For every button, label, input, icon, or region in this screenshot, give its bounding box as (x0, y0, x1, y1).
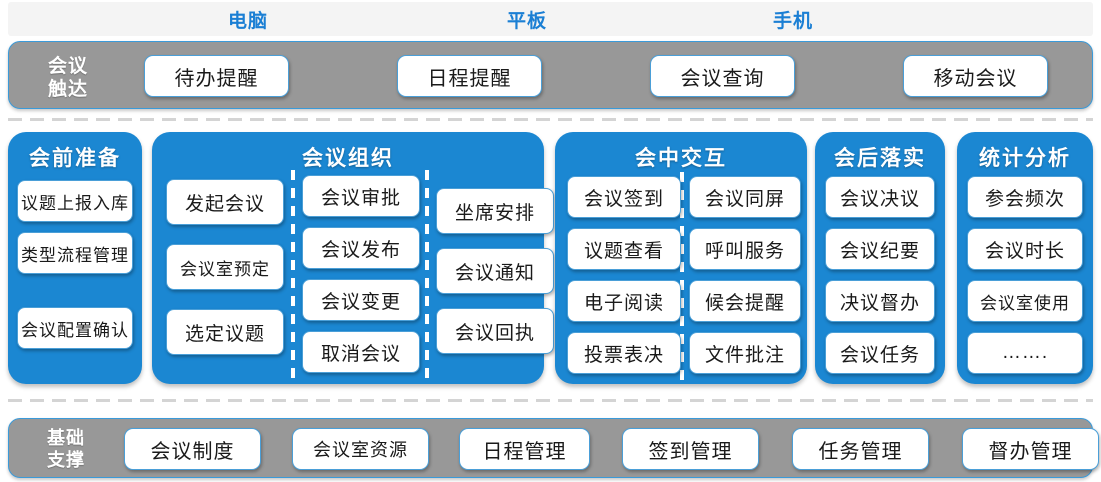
foundation-support-bar: 基础 支撑 会议制度会议室资源日程管理签到管理任务管理督办管理 (8, 418, 1099, 478)
feature-button-4-1-1[interactable]: 会议决议 (825, 176, 935, 218)
reach-button-1[interactable]: 待办提醒 (144, 55, 289, 97)
group-title-5: 统计分析 (979, 147, 1071, 170)
meeting-reach-title-line1: 会议 (47, 56, 88, 77)
group-title-4: 会后落实 (834, 147, 926, 170)
meeting-reach-bar: 会议 触达 待办提醒 日程提醒 会议查询 移动会议 (8, 41, 1093, 109)
feature-button-1-1-1[interactable]: 议题上报入库 (17, 180, 133, 222)
reach-button-4[interactable]: 移动会议 (903, 55, 1048, 97)
device-label-1: 电脑 (228, 11, 269, 32)
feature-button-2-2-2[interactable]: 会议发布 (302, 227, 420, 269)
group-title-2: 会议组织 (302, 147, 394, 170)
meeting-reach-title: 会议 触达 (23, 55, 113, 101)
group-card-5: 统计分析参会频次会议时长会议室使用 ……. (957, 132, 1093, 384)
support-button-1[interactable]: 会议制度 (124, 428, 261, 470)
feature-button-2-2-4[interactable]: 取消会议 (302, 331, 420, 373)
support-button-5[interactable]: 任务管理 (792, 428, 929, 470)
device-label-2: 平板 (507, 11, 548, 32)
column-divider-2-2 (425, 170, 429, 380)
feature-button-3-1-1[interactable]: 会议签到 (567, 176, 681, 218)
feature-button-3-2-1[interactable]: 会议同屏 (689, 176, 801, 218)
feature-button-5-1-2[interactable]: 会议时长 (967, 228, 1083, 270)
device-label-3: 手机 (773, 11, 814, 32)
feature-button-2-3-3[interactable]: 会议回执 (436, 308, 554, 354)
feature-button-3-2-2[interactable]: 呼叫服务 (689, 228, 801, 270)
foundation-support-title-line1: 基础 (47, 428, 85, 448)
feature-button-4-1-2[interactable]: 会议纪要 (825, 228, 935, 270)
device-label-strip (8, 2, 1093, 36)
reach-button-3[interactable]: 会议查询 (650, 55, 795, 97)
feature-button-2-2-1[interactable]: 会议审批 (302, 175, 420, 217)
feature-button-1-1-3[interactable]: 会议配置确认 (17, 307, 133, 349)
feature-button-5-1-1[interactable]: 参会频次 (967, 176, 1083, 218)
reach-button-2[interactable]: 日程提醒 (397, 55, 542, 97)
feature-button-2-1-1[interactable]: 发起会议 (166, 179, 284, 225)
feature-button-3-1-2[interactable]: 议题查看 (567, 228, 681, 270)
feature-button-2-3-2[interactable]: 会议通知 (436, 248, 554, 294)
feature-button-1-1-2[interactable]: 类型流程管理 (17, 232, 133, 274)
feature-button-3-1-4[interactable]: 投票表决 (567, 332, 681, 374)
support-button-6[interactable]: 督办管理 (962, 428, 1099, 470)
feature-button-2-1-3[interactable]: 选定议题 (166, 309, 284, 355)
feature-button-5-1-3[interactable]: 会议室使用 (967, 280, 1083, 322)
group-title-3: 会中交互 (635, 147, 727, 170)
meeting-reach-title-line2: 触达 (47, 79, 88, 100)
feature-button-3-2-3[interactable]: 候会提醒 (689, 280, 801, 322)
dashed-separator-bottom (8, 399, 1093, 402)
feature-button-2-2-3[interactable]: 会议变更 (302, 279, 420, 321)
dashed-separator-top (8, 118, 1093, 121)
foundation-support-title-line2: 支撑 (47, 450, 85, 470)
foundation-support-title: 基础 支撑 (21, 427, 111, 471)
feature-button-3-1-3[interactable]: 电子阅读 (567, 280, 681, 322)
feature-button-3-2-4[interactable]: 文件批注 (689, 332, 801, 374)
column-divider-3-1 (680, 172, 684, 380)
feature-button-2-1-2[interactable]: 会议室预定 (166, 244, 284, 290)
feature-button-2-3-1[interactable]: 坐席安排 (436, 188, 554, 234)
support-button-3[interactable]: 日程管理 (459, 428, 590, 470)
group-card-4: 会后落实会议决议会议纪要决议督办会议任务 (815, 132, 945, 384)
group-card-2: 会议组织发起会议会议室预定选定议题 会议审批会议发布会议变更取消会议 坐席安排会议通… (152, 132, 554, 384)
support-button-4[interactable]: 签到管理 (622, 428, 759, 470)
support-button-2[interactable]: 会议室资源 (292, 428, 429, 470)
feature-button-5-1-4[interactable]: ……. (967, 332, 1083, 374)
column-divider-2-1 (291, 170, 295, 380)
feature-button-4-1-3[interactable]: 决议督办 (825, 280, 935, 322)
group-title-1: 会前准备 (29, 147, 121, 170)
group-card-1: 会前准备议题上报入库类型流程管理会议配置确认 (8, 132, 142, 384)
group-card-3: 会中交互会议签到议题查看电子阅读投票表决 会议同屏呼叫服务候会提醒文件批注 (555, 132, 807, 384)
feature-button-4-1-4[interactable]: 会议任务 (825, 332, 935, 374)
